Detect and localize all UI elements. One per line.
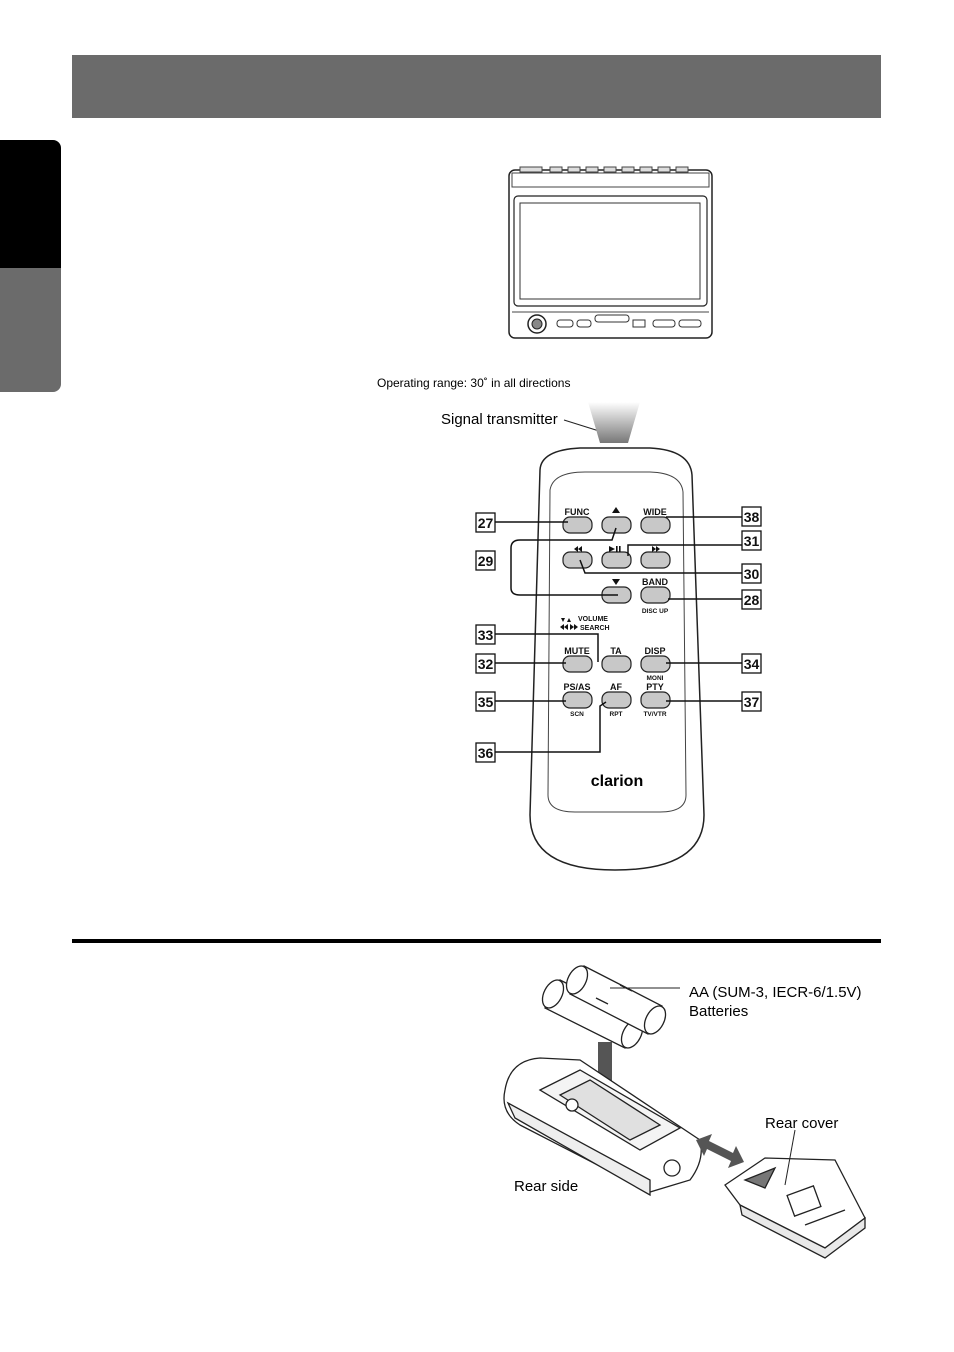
- svg-text:28: 28: [744, 592, 760, 608]
- callout-28: 28: [741, 589, 762, 610]
- disp-label: DISP: [644, 646, 665, 656]
- callout-36: 36: [475, 742, 496, 763]
- operating-range-text: Operating range: 30˚ in all directions: [377, 376, 570, 390]
- head-unit: [508, 166, 713, 339]
- svg-text:37: 37: [744, 694, 760, 710]
- svg-text:30: 30: [744, 566, 760, 582]
- brand-logo: clarion: [591, 773, 643, 790]
- down-arrow-icon: [612, 579, 620, 585]
- signal-transmitter-label: Signal transmitter: [441, 411, 558, 428]
- mute-label: MUTE: [564, 646, 590, 656]
- callout-29: 29: [475, 550, 496, 571]
- pty-button[interactable]: [640, 691, 671, 709]
- callout-38: 38: [741, 506, 762, 527]
- rewind-icon: [574, 546, 578, 552]
- svg-text:35: 35: [478, 694, 494, 710]
- svg-text:38: 38: [744, 509, 760, 525]
- wide-label: WIDE: [643, 507, 667, 517]
- forward-icon: [652, 546, 656, 552]
- ps-as-label: PS/AS: [563, 682, 590, 692]
- band-button[interactable]: [640, 586, 671, 604]
- af-label: AF: [610, 682, 622, 692]
- rear-side-label: Rear side: [514, 1178, 578, 1195]
- svg-text:36: 36: [478, 745, 494, 761]
- callout-37: 37: [741, 691, 762, 712]
- rear-cover: [724, 1157, 866, 1259]
- signal-beam: [588, 402, 640, 443]
- svg-text:34: 34: [744, 656, 760, 672]
- ta-label: TA: [610, 646, 622, 656]
- disp-button[interactable]: [640, 655, 671, 673]
- side-tab-section: [0, 268, 61, 392]
- af-button[interactable]: [601, 691, 632, 709]
- band-label: BAND: [642, 577, 668, 587]
- up-arrow-icon: [612, 507, 620, 513]
- callout-27: 27: [475, 512, 496, 533]
- svg-text:27: 27: [478, 515, 494, 531]
- forward-button[interactable]: [640, 551, 671, 569]
- volume-legend: VOLUME: [578, 616, 608, 623]
- callout-33: 33: [475, 624, 496, 645]
- moni-label: MONI: [647, 675, 664, 682]
- side-tab-language: [0, 140, 61, 268]
- callout-31: 31: [741, 530, 762, 551]
- pty-label: PTY: [646, 682, 664, 692]
- callout-35: 35: [475, 691, 496, 712]
- tv-vtr-label: TV/VTR: [643, 711, 666, 718]
- func-button[interactable]: [562, 516, 593, 534]
- search-legend: SEARCH: [580, 625, 610, 632]
- up-button[interactable]: [601, 516, 632, 534]
- section-divider: [72, 939, 881, 943]
- func-label: FUNC: [565, 507, 590, 517]
- rewind-button[interactable]: [562, 551, 593, 569]
- batteries: [541, 965, 667, 1049]
- callout-30: 30: [741, 563, 762, 584]
- remote-rear-side: [503, 1057, 702, 1197]
- scn-label: SCN: [570, 711, 584, 718]
- slide-arrow-icon: [696, 1134, 744, 1168]
- svg-text:31: 31: [744, 533, 760, 549]
- batteries-label: Batteries: [689, 1003, 748, 1020]
- rpt-label: RPT: [610, 711, 623, 718]
- svg-text:33: 33: [478, 627, 494, 643]
- callout-32: 32: [475, 653, 496, 674]
- battery-type-label: AA (SUM-3, IECR-6/1.5V): [689, 984, 862, 1001]
- wide-button[interactable]: [640, 516, 671, 534]
- disc-up-label: DISC UP: [642, 608, 669, 615]
- rear-cover-leader: [784, 1129, 796, 1186]
- header-bar: [72, 55, 881, 118]
- svg-text:32: 32: [478, 656, 494, 672]
- callout-34: 34: [741, 653, 762, 674]
- rear-cover-label: Rear cover: [765, 1115, 838, 1132]
- ta-button[interactable]: [601, 655, 632, 673]
- ps-as-button[interactable]: [562, 691, 593, 709]
- play-pause-icon: [609, 546, 615, 552]
- mute-button[interactable]: [562, 655, 593, 673]
- svg-text:29: 29: [478, 553, 494, 569]
